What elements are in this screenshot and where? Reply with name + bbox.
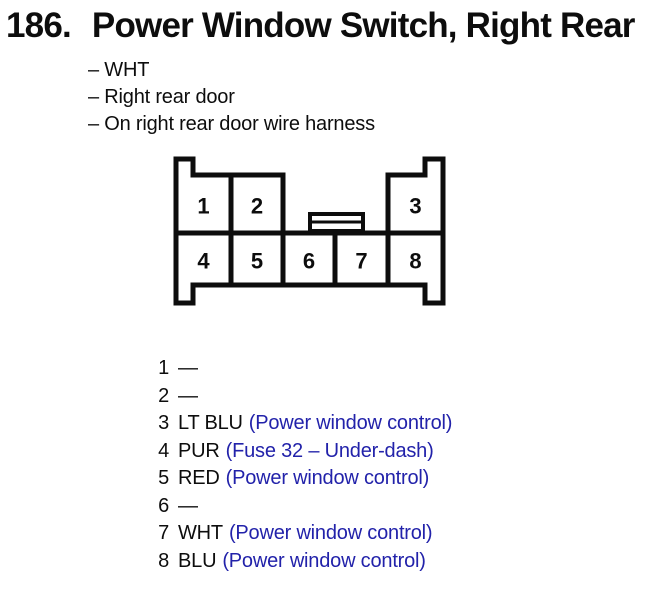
- pin-function: (Power window control): [225, 467, 430, 489]
- note-line: – Right rear door: [88, 86, 235, 108]
- pin-wire-color: PUR: [178, 439, 220, 462]
- pin-function: (Fuse 32 – Under-dash): [225, 439, 434, 462]
- pin-cell-label: 3: [409, 194, 421, 219]
- pin-function: (Power window control): [248, 412, 453, 434]
- page-title: 186. Power Window Switch, Right Rear: [6, 6, 635, 46]
- pin-cell-label: 4: [197, 249, 210, 274]
- pin-number: 1: [158, 357, 169, 379]
- item-title: Power Window Switch, Right Rear: [91, 6, 636, 45]
- pin-wire-color: —: [178, 384, 198, 407]
- pin-number: 8: [158, 549, 169, 572]
- pin-cell-label: 6: [303, 249, 315, 274]
- note-line: – WHT: [88, 59, 150, 81]
- pin-row: 1 —: [156, 355, 452, 383]
- pin-cell-label: 2: [251, 194, 263, 219]
- connector-outline: [173, 156, 446, 306]
- pin-cell-label: 1: [197, 194, 209, 219]
- pin-wire-color: LT BLU: [178, 412, 243, 434]
- pin-function: (Power window control): [228, 522, 433, 544]
- pin-wire-color: —: [178, 494, 198, 517]
- note-list: – WHT – Right rear door – On right rear …: [88, 57, 375, 138]
- note-line: – On right rear door wire harness: [88, 113, 375, 135]
- pin-number: 6: [158, 494, 169, 517]
- pin-function: (Power window control): [222, 549, 426, 572]
- pin-cell-label: 8: [409, 249, 421, 274]
- pin-cell-label: 5: [251, 249, 263, 274]
- pin-cell-label: 7: [355, 249, 367, 274]
- pin-wire-color: RED: [178, 467, 220, 489]
- pin-number: 2: [158, 384, 169, 407]
- pin-row: 3 LT BLU (Power window control): [156, 410, 452, 438]
- pin-number: 3: [158, 412, 169, 434]
- connector-cell-dividers-bottom: [228, 233, 391, 285]
- pin-row: 5 RED (Power window control): [156, 465, 452, 493]
- pin-number: 5: [158, 467, 169, 489]
- connector-svg: 1 2 3 4 5 6 7 8: [173, 156, 446, 306]
- pin-wire-color: WHT: [178, 522, 223, 544]
- pin-row: 6 —: [156, 493, 452, 521]
- pin-list: 1 — 2 — 3 LT BLU (Power window control) …: [156, 355, 452, 575]
- pin-wire-color: —: [178, 357, 198, 379]
- pin-row: 2 —: [156, 383, 452, 411]
- item-number: 186.: [6, 6, 72, 45]
- pin-row: 4 PUR (Fuse 32 – Under-dash): [156, 438, 452, 466]
- pin-number: 4: [158, 439, 169, 462]
- pin-row: 8 BLU (Power window control): [156, 548, 452, 576]
- pin-wire-color: BLU: [178, 549, 217, 572]
- pin-number: 7: [158, 522, 169, 544]
- pin-row: 7 WHT (Power window control): [156, 520, 452, 548]
- connector-diagram: 1 2 3 4 5 6 7 8: [170, 152, 450, 310]
